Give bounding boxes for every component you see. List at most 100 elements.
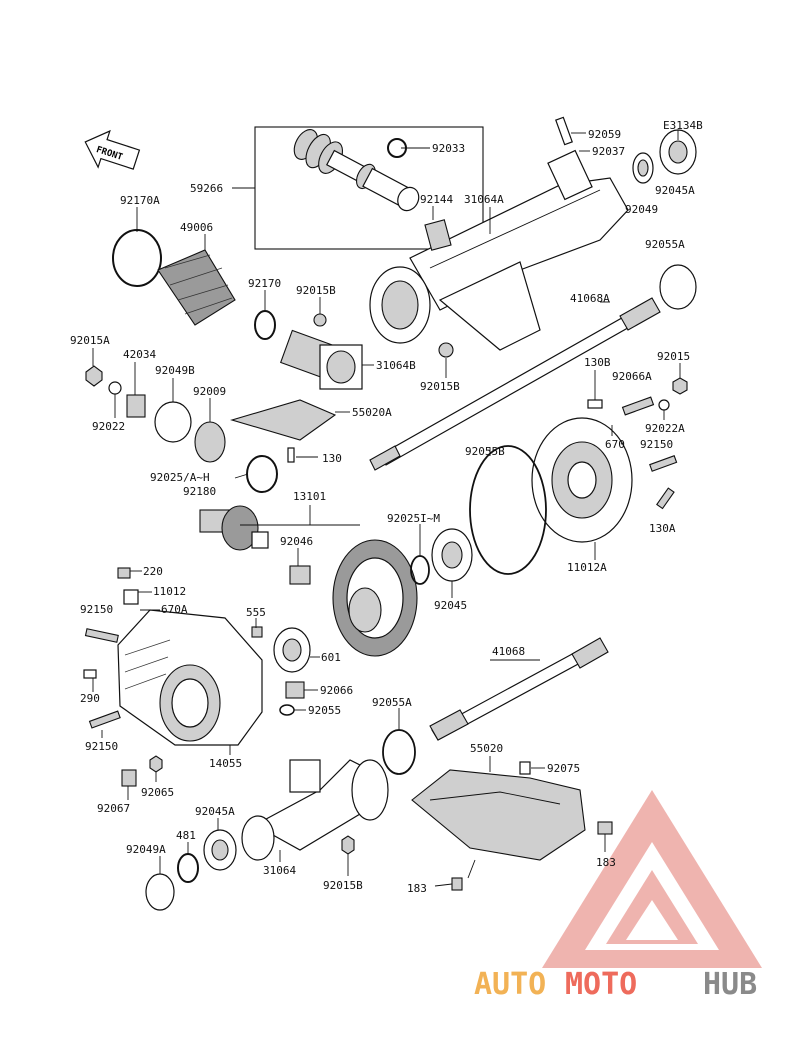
- label-130A: 130A: [649, 522, 676, 535]
- watermark-moto: MOTO: [565, 967, 637, 1002]
- bearing-92046: [289, 565, 311, 585]
- label-55020A: 55020A: [352, 406, 392, 419]
- watermark-text: AUTO MOTO HUB: [474, 967, 757, 1002]
- swingarm-housing: [369, 149, 629, 351]
- clamp-92170A: [112, 229, 162, 287]
- label-92055: 92055: [308, 704, 341, 717]
- label-55020: 55020: [470, 742, 503, 755]
- label-92059: 92059: [588, 128, 621, 141]
- nut-92065: [149, 755, 163, 773]
- bolt-130B: [587, 399, 603, 409]
- nut-92015B-c: [341, 835, 355, 855]
- plug-220: [117, 567, 131, 579]
- housing-31064: [241, 759, 389, 861]
- label-92046: 92046: [280, 535, 313, 548]
- label-130B: 130B: [584, 356, 611, 369]
- bearing-92045A-top: [659, 129, 697, 175]
- label-31064A: 31064A: [464, 193, 504, 206]
- stud-92150-b: [84, 628, 119, 643]
- oring-92055: [279, 704, 295, 716]
- label-92170A: 92170A: [120, 194, 160, 207]
- label-92015B-c: 92015B: [323, 879, 363, 892]
- leader-lines: [92, 130, 681, 887]
- pin-555: [251, 626, 263, 638]
- bolt-183-a: [597, 821, 613, 835]
- label-92150-c: 92150: [85, 740, 118, 753]
- bearing-92045: [431, 528, 473, 582]
- part-labels: 92059 92037 92045A 92049 92033 59266 921…: [70, 128, 695, 895]
- clamp-92170: [254, 310, 276, 340]
- label-92150-b: 92150: [80, 603, 113, 616]
- watermark-logo: [542, 790, 762, 968]
- boot-49006: [157, 249, 236, 326]
- label-11012A: 11012A: [567, 561, 607, 574]
- label-92009: 92009: [193, 385, 226, 398]
- label-92170: 92170: [248, 277, 281, 290]
- bearing-42034: [126, 394, 146, 418]
- label-92150-a: 92150: [640, 438, 673, 451]
- label-92066A: 92066A: [612, 370, 652, 383]
- cover-11012A: [531, 417, 633, 543]
- watermark-auto: AUTO: [474, 967, 546, 1002]
- washer-92022: [108, 381, 122, 395]
- label-92015B-a: 92015B: [296, 284, 336, 297]
- label-92049A: 92049A: [126, 843, 166, 856]
- ring-gear: [332, 539, 418, 657]
- label-49006: 49006: [180, 221, 213, 234]
- label-670: 670: [605, 438, 625, 451]
- label-183-b: 183: [407, 882, 427, 895]
- label-601: 601: [321, 651, 341, 664]
- inset-cv-joint: [254, 126, 484, 250]
- label-92065: 92065: [141, 786, 174, 799]
- bolt-130A: [656, 487, 675, 510]
- label-92049-top: 92049: [625, 203, 658, 216]
- nut-92015B-b: [438, 342, 454, 358]
- housing-31064B: [279, 329, 363, 390]
- label-31064B: 31064B: [376, 359, 416, 372]
- label-92045: 92045: [434, 599, 467, 612]
- label-92045A-bottom: 92045A: [195, 805, 235, 818]
- label-92022A: 92022A: [645, 422, 685, 435]
- label-92180: 92180: [183, 485, 216, 498]
- label-41068: 41068: [492, 645, 525, 658]
- plug-92075: [519, 761, 531, 775]
- label-670A: 670A: [161, 603, 188, 616]
- stud-92150-a: [649, 455, 678, 472]
- plug-290: [83, 669, 97, 679]
- label-130: 130: [322, 452, 342, 465]
- label-59266: 59266: [190, 182, 223, 195]
- front-arrow-icon: FRONT: [84, 129, 141, 170]
- label-92015A: 92015A: [70, 334, 110, 347]
- label-220: 220: [143, 565, 163, 578]
- bolt-92059: [555, 116, 573, 146]
- label-92055A-top: 92055A: [645, 238, 685, 251]
- washer-92022A: [658, 399, 670, 411]
- shim-92025: [246, 455, 278, 493]
- plug-92067: [121, 769, 137, 787]
- label-92045A-top: 92045A: [655, 184, 695, 197]
- cap-11012: [123, 589, 139, 605]
- seal-92049B: [154, 401, 192, 443]
- label-555: 555: [246, 606, 266, 619]
- label-14055: 14055: [209, 757, 242, 770]
- shaft-41068: [429, 637, 609, 741]
- plug-92066: [285, 681, 305, 699]
- nut-92015B-a: [313, 313, 327, 327]
- spring-92144: [424, 219, 452, 251]
- label-92015: 92015: [657, 350, 690, 363]
- bearing-92009: [194, 421, 226, 463]
- label-183-a: 183: [596, 856, 616, 869]
- label-13101: 13101: [293, 490, 326, 503]
- oring-92055A-top: [659, 264, 697, 310]
- label-31064: 31064: [263, 864, 296, 877]
- label-92075: 92075: [547, 762, 580, 775]
- pinion-13101: [199, 505, 269, 551]
- label-92022: 92022: [92, 420, 125, 433]
- shaft-41068A: [369, 297, 661, 471]
- nut-92015-right: [672, 377, 688, 395]
- diff-case-14055: [117, 609, 263, 746]
- seal-92049A: [145, 873, 175, 911]
- label-92066: 92066: [320, 684, 353, 697]
